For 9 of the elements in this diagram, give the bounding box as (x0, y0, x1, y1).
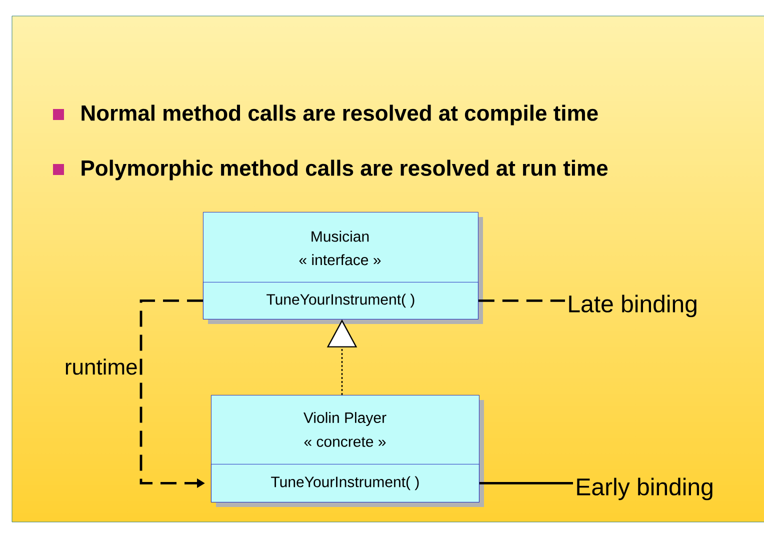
bullet-text: Normal method calls are resolved at compile time (82, 104, 598, 126)
method-compartment: TuneYourInstrument( ) (211, 464, 480, 502)
binding-label: Late binding (569, 294, 696, 318)
connector-line (478, 300, 565, 302)
method-compartment: TuneYourInstrument( ) (203, 282, 478, 320)
connector-line (479, 482, 573, 484)
edge-label: runtime (66, 358, 137, 375)
bullet-text: Polymorphic method calls are resolved at run time (82, 160, 608, 180)
binding-label: Early binding (577, 478, 712, 500)
